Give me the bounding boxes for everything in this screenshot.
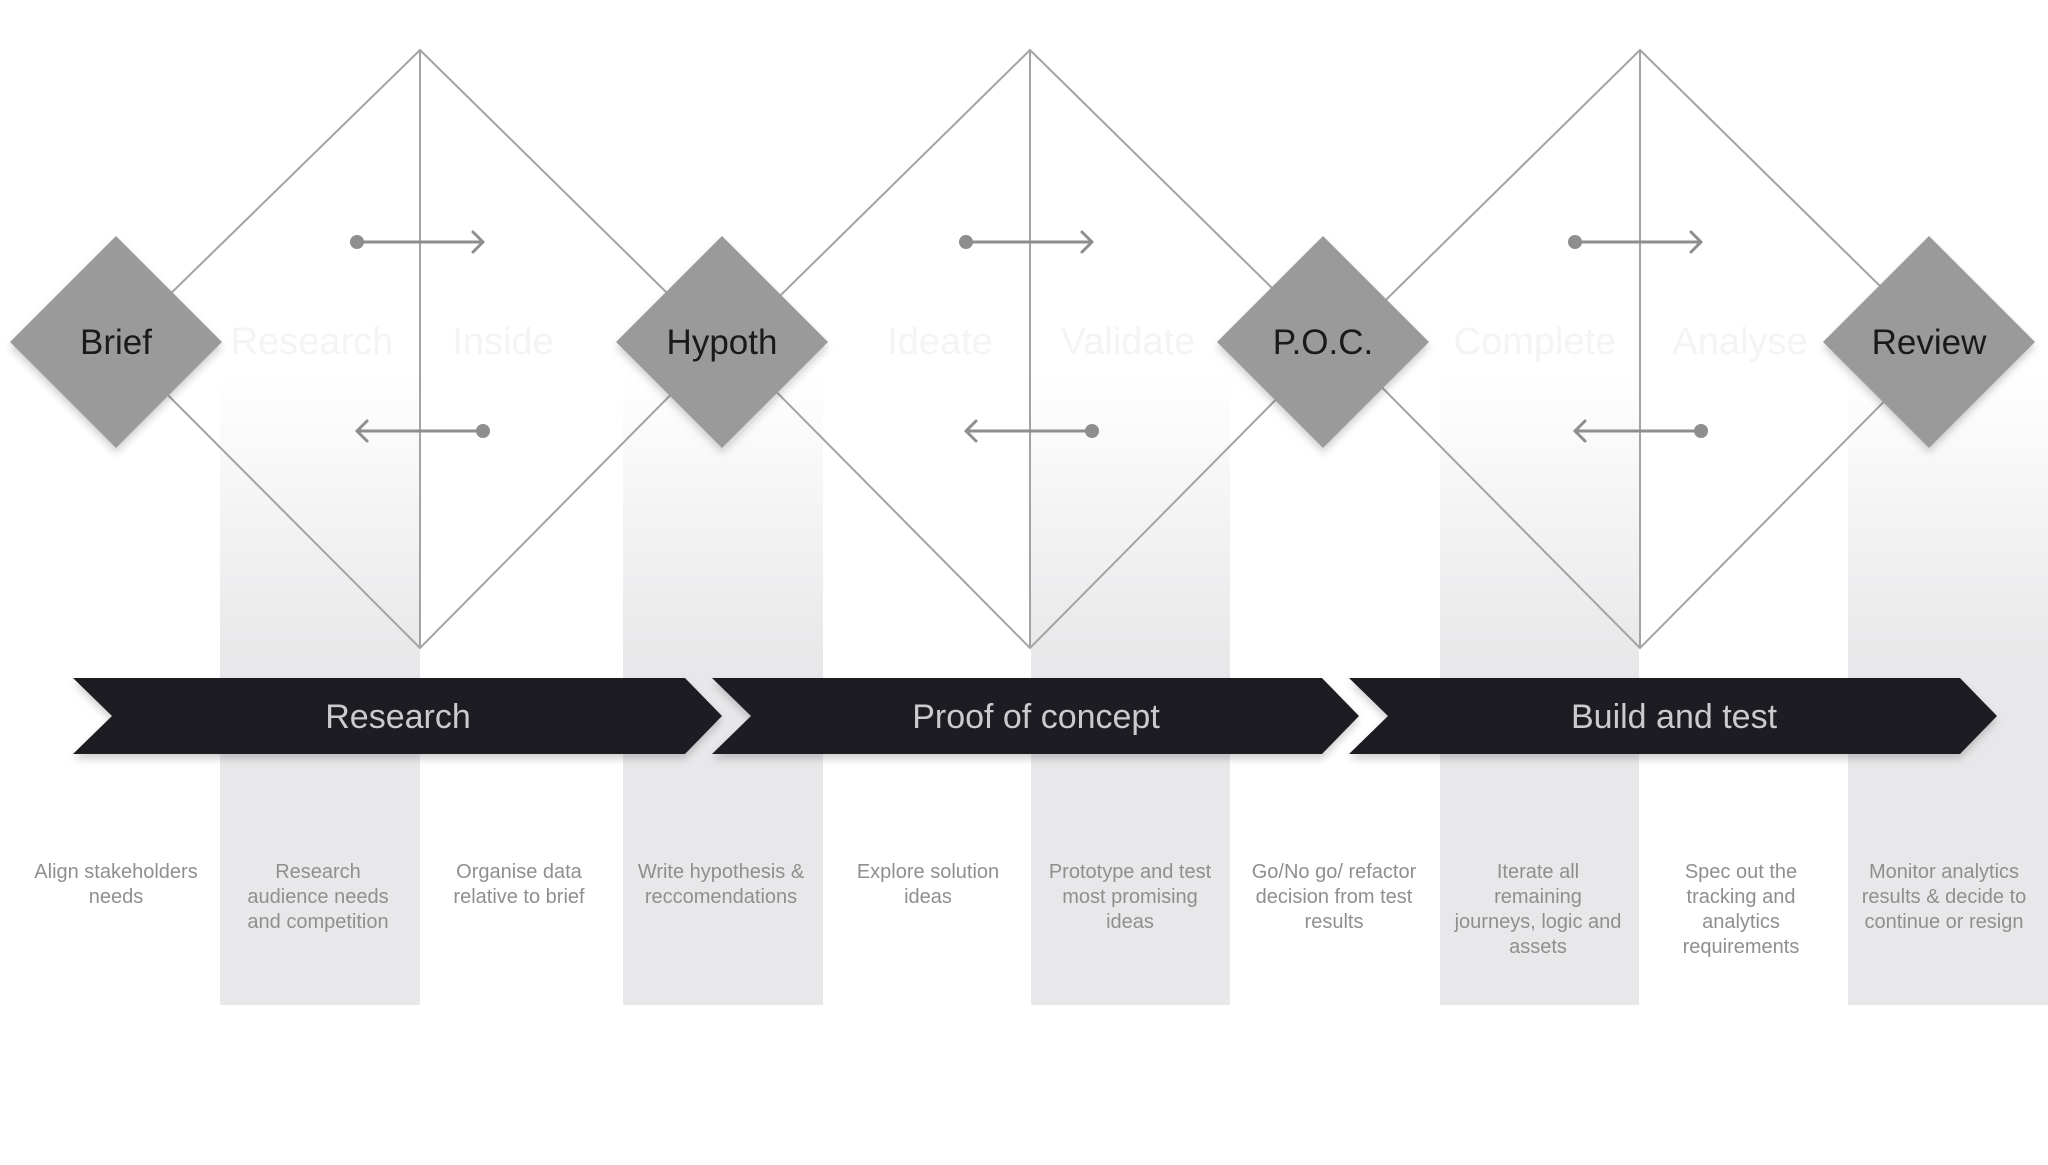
chevron-research: Research xyxy=(73,678,722,754)
arrow-left-proof-of-concept xyxy=(964,419,1099,443)
diamond-research xyxy=(116,48,722,650)
chevron-research-label: Research xyxy=(325,698,471,736)
chevron-build-and-test-label: Build and test xyxy=(1571,698,1778,736)
diamond-proof-of-concept xyxy=(728,48,1332,650)
arrow-right-research xyxy=(350,230,485,254)
faint-label-inside: Inside xyxy=(452,321,553,363)
faint-labels: Research Inside Ideate Validate Complete… xyxy=(231,321,1808,363)
step-hypothesis: Write hypothesis & reccomendations xyxy=(637,861,805,908)
milestone-poc: P.O.C. xyxy=(1217,236,1429,448)
step-research-audience: Research audience needs and competition xyxy=(247,861,389,933)
milestone-poc-label: P.O.C. xyxy=(1273,323,1374,362)
milestone-brief: Brief xyxy=(10,236,222,448)
faint-label-complete: Complete xyxy=(1454,321,1617,363)
step-explore: Explore solution ideas xyxy=(856,861,1000,908)
milestone-hypoth: Hypoth xyxy=(616,236,828,448)
faint-label-research: Research xyxy=(231,321,394,363)
phase-chevrons: Research Proof of concept Build and test xyxy=(73,678,1997,754)
milestone-review-label: Review xyxy=(1872,323,1987,362)
chevron-proof-of-concept: Proof of concept xyxy=(712,678,1359,754)
milestone-review: Review xyxy=(1823,236,2035,448)
faint-label-ideate: Ideate xyxy=(887,321,993,363)
arrow-left-research xyxy=(355,419,490,443)
faint-label-analyse: Analyse xyxy=(1672,321,1807,363)
step-spec: Spec out the tracking and analytics requ… xyxy=(1682,861,1800,958)
step-go-no-go: Go/No go/ refactor decision from test re… xyxy=(1251,861,1417,933)
step-organise: Organise data relative to brief xyxy=(453,861,585,908)
milestone-brief-label: Brief xyxy=(80,323,152,362)
faint-label-validate: Validate xyxy=(1061,321,1196,363)
arrow-right-proof-of-concept xyxy=(959,230,1094,254)
arrow-left-build-and-test xyxy=(1573,419,1708,443)
flow-arrows xyxy=(350,230,1708,443)
milestone-hypoth-label: Hypoth xyxy=(667,323,778,362)
diamond-outlines xyxy=(116,48,1942,650)
chevron-proof-of-concept-label: Proof of concept xyxy=(912,698,1160,736)
diamond-build-and-test xyxy=(1338,48,1942,650)
milestones: Brief Hypoth P.O.C. Review xyxy=(10,236,2035,448)
step-monitor: Monitor analytics results & decide to co… xyxy=(1861,861,2027,933)
chevron-build-and-test: Build and test xyxy=(1349,678,1997,754)
arrow-right-build-and-test xyxy=(1568,230,1703,254)
step-align: Align stakeholders needs xyxy=(34,861,198,908)
step-iterate: Iterate all remaining journeys, logic an… xyxy=(1454,861,1622,958)
step-prototype: Prototype and test most promising ideas xyxy=(1048,861,1212,933)
